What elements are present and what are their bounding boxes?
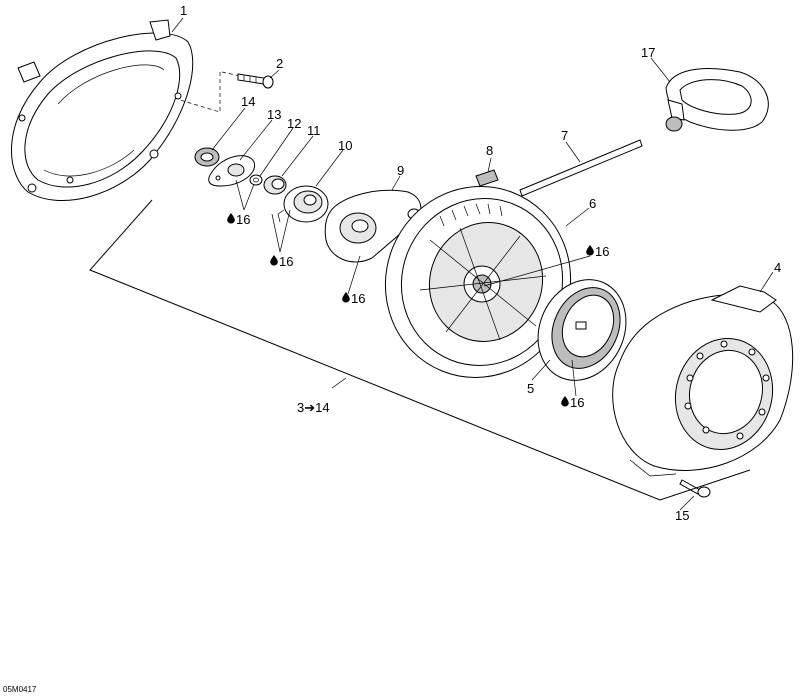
part-15-bolt	[679, 479, 711, 498]
callout-10: 10	[338, 138, 352, 153]
callout-12: 12	[287, 116, 301, 131]
part-9-cam	[324, 189, 422, 263]
callout-13: 13	[267, 107, 281, 122]
lubricant-marker: 16	[561, 395, 584, 410]
lubricant-code: 16	[236, 212, 250, 227]
part-5-spring	[537, 279, 627, 381]
lubricant-code: 16	[570, 395, 584, 410]
dashed-reference-lines	[179, 71, 241, 113]
part-11-bushing	[263, 175, 287, 195]
part-13-plate	[208, 155, 256, 187]
oil-drop-icon	[342, 292, 350, 303]
part-6-pulley	[384, 186, 572, 378]
group-reference-3-14: 3➔14	[297, 400, 330, 415]
callout-labels: 1 2 14 13 12 11 10 9 8 7 6 4 5 15 17 3➔1…	[180, 3, 781, 523]
drawing-code: 05M0417	[3, 685, 37, 694]
part-2-screw	[237, 73, 274, 89]
callout-6: 6	[589, 196, 596, 211]
callout-15: 15	[675, 508, 689, 523]
lubricant-marker: 16	[227, 212, 250, 227]
part-14-bearing	[194, 147, 220, 167]
oil-drop-icon	[270, 255, 278, 266]
lubricant-code: 16	[351, 291, 365, 306]
callout-2: 2	[276, 56, 283, 71]
lubricant-code: 16	[595, 244, 609, 259]
oil-drop-icon	[586, 245, 594, 256]
part-8-pawl	[475, 169, 499, 187]
part-7-rope	[519, 139, 643, 197]
part-12-washer	[249, 174, 263, 186]
callout-8: 8	[486, 143, 493, 158]
part-17-handle	[665, 68, 769, 132]
callout-4: 4	[774, 260, 781, 275]
callout-11: 11	[307, 123, 321, 138]
callout-17: 17	[641, 45, 655, 60]
part-4-housing	[612, 285, 794, 477]
lubricant-marker: 16	[342, 291, 365, 306]
oil-drop-icon	[561, 396, 569, 407]
callout-14: 14	[241, 94, 255, 109]
callout-7: 7	[561, 128, 568, 143]
oil-drop-icon	[227, 213, 235, 224]
lubricant-marker: 16	[586, 244, 609, 259]
callout-9: 9	[397, 163, 404, 178]
lubricant-markers: 16 16 16 16 16	[227, 212, 609, 410]
lubricant-code: 16	[279, 254, 293, 269]
callout-5: 5	[527, 381, 534, 396]
part-1-mounting-ring	[11, 19, 194, 202]
lubricant-marker: 16	[270, 254, 293, 269]
leader-lines	[171, 17, 774, 511]
callout-1: 1	[180, 3, 187, 18]
group-bracket	[89, 199, 751, 501]
part-10-spring-cup	[277, 185, 329, 223]
